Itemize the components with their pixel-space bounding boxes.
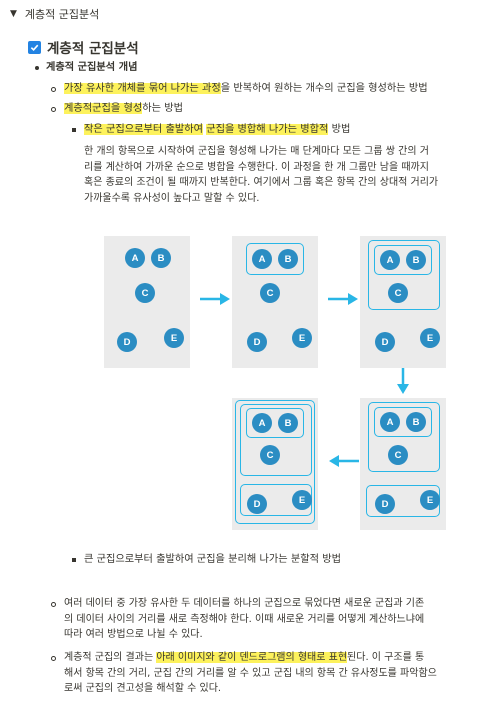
node-c: C bbox=[388, 283, 408, 303]
node-a: A bbox=[252, 413, 272, 433]
node-c: C bbox=[388, 445, 408, 465]
bullet-circle-icon bbox=[51, 107, 56, 112]
diagram-panel: A B C D E bbox=[232, 398, 318, 530]
highlight-text: 군집을 병합해 나가는 병합적 bbox=[206, 124, 329, 135]
node-e: E bbox=[292, 328, 312, 348]
arrow-down-icon bbox=[397, 368, 409, 394]
node-b: B bbox=[406, 412, 426, 432]
node-a: A bbox=[380, 250, 400, 270]
diagram-panel: A B C D E bbox=[360, 398, 446, 530]
highlight-text: 아래 이미지와 같이 덴드로그램의 형태로 표현 bbox=[156, 652, 348, 663]
diagram-panel: A B C D E bbox=[360, 236, 446, 368]
list-item: 계층적 군집의 결과는 아래 이미지와 같이 덴드로그램의 형태로 표현된다. … bbox=[64, 652, 437, 694]
node-a: A bbox=[252, 249, 272, 269]
heading-title: 계층적 군집분석 bbox=[47, 41, 139, 57]
cluster-box bbox=[374, 245, 432, 275]
list-item: 큰 군집으로부터 출발하여 군집을 분리해 나가는 분할적 방법 bbox=[84, 554, 341, 565]
toggle-triangle-icon[interactable]: ▼ bbox=[10, 9, 17, 19]
checkbox-icon[interactable] bbox=[28, 40, 41, 54]
bullet-square-icon bbox=[72, 128, 76, 132]
cluster-box bbox=[240, 404, 312, 476]
paragraph: 한 개의 항목으로 시작하여 군집을 형성해 나가는 매 단계마다 모든 그룹 … bbox=[84, 146, 439, 204]
node-b: B bbox=[278, 249, 298, 269]
node-c: C bbox=[135, 283, 155, 303]
bullet-square-icon bbox=[72, 558, 76, 562]
diagram-panel: A B C D E bbox=[232, 236, 318, 368]
cluster-box bbox=[246, 408, 304, 438]
node-b: B bbox=[151, 248, 171, 268]
highlight-text: 가장 유사한 개체를 묶어 나가는 과정 bbox=[64, 83, 221, 94]
list-item: 작은 군집으로부터 출발하여 군집을 병합해 나가는 병합적 방법 bbox=[84, 124, 351, 135]
list-item: 여러 데이터 중 가장 유사한 두 데이터를 하나의 군집으로 묶었다면 새로운… bbox=[64, 598, 425, 640]
node-e: E bbox=[164, 328, 184, 348]
cluster-box bbox=[246, 243, 304, 275]
node-e: E bbox=[420, 490, 440, 510]
bullet-circle-icon bbox=[51, 87, 56, 92]
toggle-block[interactable]: ▼ 계층적 군집분석 bbox=[10, 6, 99, 22]
highlight-text: 작은 군집으로부터 출발하여 bbox=[84, 124, 203, 135]
todo-heading: 계층적 군집분석 bbox=[28, 37, 139, 57]
node-a: A bbox=[125, 248, 145, 268]
list-item: 가장 유사한 개체를 묶어 나가는 과정을 반복하여 원하는 개수의 군집을 형… bbox=[64, 83, 428, 94]
arrow-right-icon bbox=[200, 293, 230, 305]
cluster-box bbox=[374, 407, 432, 437]
node-d: D bbox=[375, 332, 395, 352]
node-a: A bbox=[380, 412, 400, 432]
cluster-box bbox=[235, 400, 315, 524]
toggle-label: 계층적 군집분석 bbox=[24, 8, 100, 21]
cluster-box bbox=[368, 240, 440, 310]
bullet-circle-icon bbox=[51, 656, 56, 661]
bullet-disc-icon bbox=[35, 66, 39, 70]
node-b: B bbox=[278, 413, 298, 433]
node-b: B bbox=[406, 250, 426, 270]
node-d: D bbox=[375, 494, 395, 514]
arrow-right-icon bbox=[328, 293, 358, 305]
concept-title: 계층적 군집분석 개념 bbox=[46, 62, 138, 73]
node-d: D bbox=[117, 332, 137, 352]
node-d: D bbox=[247, 332, 267, 352]
cluster-box bbox=[368, 402, 440, 472]
node-c: C bbox=[260, 283, 280, 303]
node-d: D bbox=[247, 494, 267, 514]
diagram-panel: A B C D E bbox=[104, 236, 190, 368]
node-e: E bbox=[420, 328, 440, 348]
bullet-circle-icon bbox=[51, 602, 56, 607]
highlight-text: 계층적군집을 형성 bbox=[64, 103, 143, 114]
list-item: 계층적군집을 형성하는 방법 bbox=[64, 103, 183, 114]
node-e: E bbox=[292, 490, 312, 510]
arrow-left-icon bbox=[329, 455, 359, 467]
node-c: C bbox=[260, 445, 280, 465]
